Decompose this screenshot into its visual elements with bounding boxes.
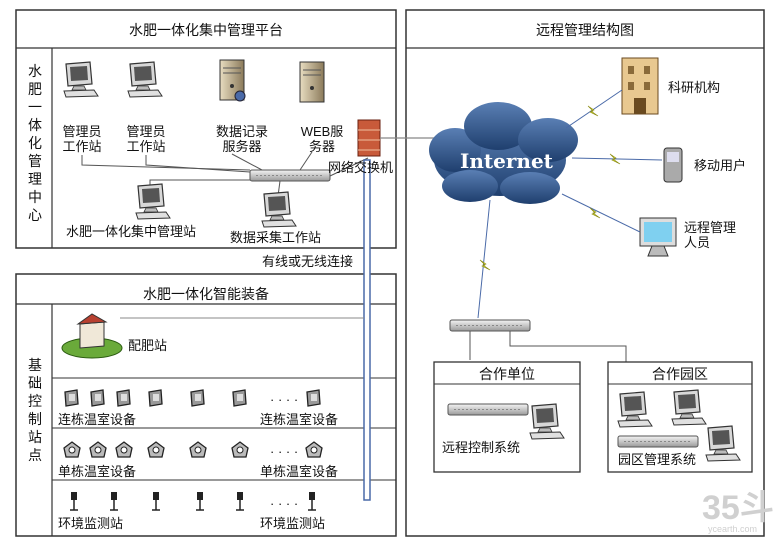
collector-label: 数据采集工作站 [230,230,322,245]
network-switch-icon [249,169,331,182]
central-station-label: 水肥一体化集中管理站 [66,224,197,239]
firewall-icon [357,119,381,157]
row2-left-label: 单栋温室设备 [58,464,137,479]
fertilizer-station-icon [61,313,123,359]
row1-right-label: 连栋温室设备 [260,412,339,427]
admin-workstation-1-icon [63,61,99,98]
remote-staff-label: 远程管理人员 [684,220,737,250]
research-label: 科研机构 [668,80,721,95]
mobile-user-label: 移动用户 [694,158,747,173]
internet-cloud-icon [429,102,578,204]
admin-workstation-1-label: 管理员工作站 [62,124,102,154]
mgmt-panel-border [15,9,397,249]
park-switch-icon [617,435,699,448]
park-pc-1-icon [617,391,653,428]
partner-unit-system-label: 远程控制系统 [442,440,521,455]
admin-workstation-2-label: 管理员工作站 [126,124,166,154]
park-pc-3-icon [705,425,741,462]
remote-panel-border [405,9,765,537]
fert-station-label: 配肥站 [128,338,168,353]
db-server-label: 数据记录服务器 [215,124,268,154]
research-institute-icon [621,57,659,115]
internet-label: Internet [460,149,553,173]
admin-workstation-2-icon [127,61,163,98]
partner-unit-title: 合作单位 [479,366,535,382]
watermark-logo: 35斗 [702,489,774,527]
row3-dots: · · · · [270,496,299,511]
mgmt-side-label: 水肥一体化管理中心 [28,63,42,223]
row2-right-label: 单栋温室设备 [260,464,339,479]
central-station-pc-icon [135,183,171,220]
web-server-label: WEB服务器 [300,124,344,154]
row1-dots: · · · · [270,392,299,407]
partner-unit-pc-icon [529,403,565,440]
collector-pc-icon [261,191,297,228]
partner-unit-switch-icon [447,403,529,416]
equipment-panel-title: 水肥一体化智能装备 [143,286,269,302]
mobile-phone-icon [663,147,683,183]
equipment-side-label: 基础控制站点 [28,357,42,463]
mgmt-panel-title: 水肥一体化集中管理平台 [129,22,283,38]
remote-manager-monitor-icon [639,217,677,257]
watermark-url: ycearth.com [708,524,758,534]
connection-label: 有线或无线连接 [262,254,354,269]
partner-park-title: 合作园区 [652,366,708,382]
row3-left-label: 环境监测站 [58,516,124,531]
partner-park-box [607,361,753,473]
web-server-icon [299,61,325,103]
park-pc-2-icon [671,389,707,426]
row2-dots: · · · · [270,444,299,459]
row3-right-label: 环境监测站 [260,516,326,531]
partner-unit-box [433,361,581,473]
remote-switch-icon [449,319,531,332]
network-switch-label: 网络交换机 [328,160,394,175]
remote-panel-title: 远程管理结构图 [536,22,634,38]
partner-park-system-label: 园区管理系统 [618,452,697,467]
row1-left-label: 连栋温室设备 [58,412,137,427]
equipment-panel-border [15,273,397,537]
